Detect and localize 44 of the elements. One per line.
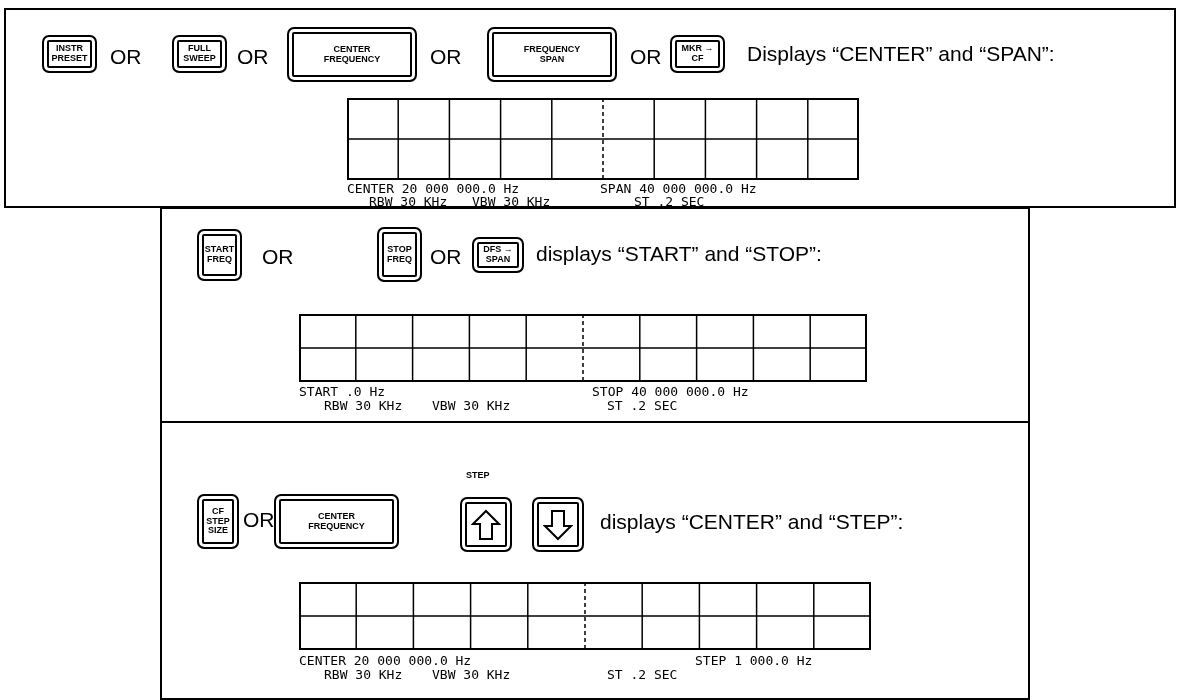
- readout-text: STOP 40 000 000.0 Hz: [592, 385, 749, 399]
- or-word: OR: [237, 45, 269, 69]
- instruction-text: displays “START” and “STOP”:: [536, 242, 822, 266]
- instruction-text: displays “CENTER” and “STEP”:: [600, 510, 904, 534]
- or-word: OR: [430, 245, 462, 269]
- or-word: OR: [262, 245, 294, 269]
- panel-frame: [4, 8, 1176, 208]
- panel-frame: [160, 207, 1030, 423]
- key-button: STOP FREQ: [377, 227, 422, 282]
- readout-text: VBW 30 KHz: [432, 668, 511, 682]
- key-button: FULL SWEEP: [172, 35, 227, 73]
- key-button: MKR → CF: [670, 35, 725, 73]
- readout-text: VBW 30 KHz: [432, 399, 511, 413]
- or-word: OR: [243, 508, 275, 532]
- readout-text: START .0 Hz: [299, 385, 386, 399]
- readout-text: ST .2 SEC: [607, 399, 678, 413]
- key-group-label: STEP: [466, 470, 490, 480]
- key-button: CENTER FREQUENCY: [274, 494, 399, 549]
- readout-text: ST .2 SEC: [634, 195, 705, 209]
- down-arrow-key: [532, 497, 584, 552]
- readout-text: CENTER 20 000 000.0 Hz: [347, 182, 520, 196]
- readout-text: CENTER 20 000 000.0 Hz: [299, 654, 472, 668]
- display-grid: [299, 314, 867, 382]
- readout-text: RBW 30 KHz: [369, 195, 448, 209]
- readout-text: RBW 30 KHz: [324, 399, 403, 413]
- display-grid: [347, 98, 859, 180]
- or-word: OR: [110, 45, 142, 69]
- instruction-text: Displays “CENTER” and “SPAN”:: [747, 42, 1055, 66]
- readout-text: RBW 30 KHz: [324, 668, 403, 682]
- or-word: OR: [430, 45, 462, 69]
- or-word: OR: [630, 45, 662, 69]
- key-button: INSTR PRESET: [42, 35, 97, 73]
- key-button: FREQUENCY SPAN: [487, 27, 617, 82]
- readout-text: ST .2 SEC: [607, 668, 678, 682]
- key-button: START FREQ: [197, 229, 242, 281]
- display-grid: [299, 582, 871, 650]
- panel-frame: [160, 421, 1030, 700]
- readout-text: STEP 1 000.0 Hz: [695, 654, 813, 668]
- readout-text: VBW 30 KHz: [472, 195, 551, 209]
- key-button: CF STEP SIZE: [197, 494, 239, 549]
- key-button: DFS → SPAN: [472, 237, 524, 273]
- readout-text: SPAN 40 000 000.0 Hz: [600, 182, 757, 196]
- key-button: CENTER FREQUENCY: [287, 27, 417, 82]
- up-arrow-key: [460, 497, 512, 552]
